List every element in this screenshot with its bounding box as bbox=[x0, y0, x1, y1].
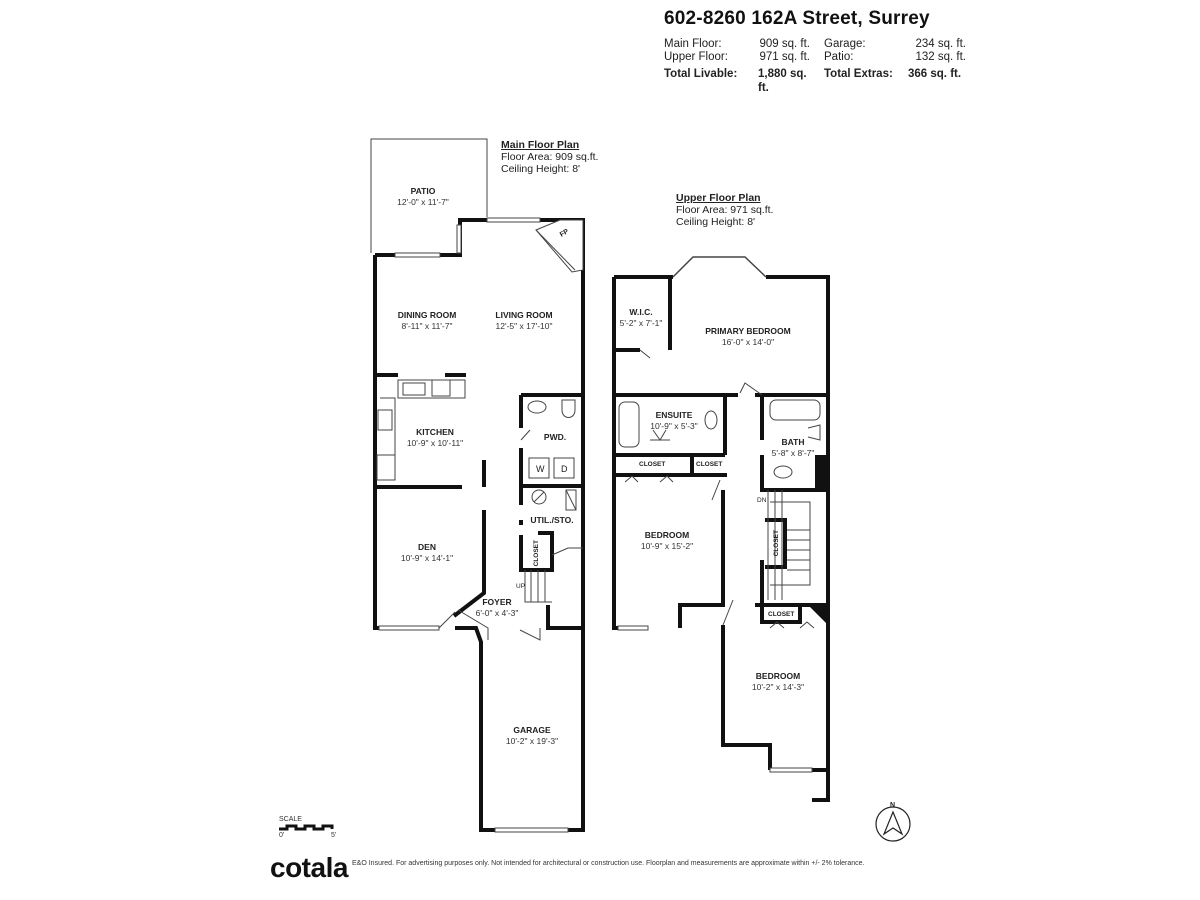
room-garage: GARAGE 10'-2" x 19'-3" bbox=[505, 725, 559, 746]
room-dining: DINING ROOM 8'-11" x 11'-7" bbox=[397, 310, 457, 331]
room-primary-bedroom: PRIMARY BEDROOM 16'-0" x 14'-0" bbox=[705, 326, 791, 347]
scale-label: SCALE bbox=[279, 816, 302, 823]
disclaimer-text: E&O Insured. For advertising purposes on… bbox=[352, 860, 865, 867]
patio-label: Patio: bbox=[824, 51, 854, 63]
upper-closet-label-b: CLOSET bbox=[696, 461, 723, 468]
room-ensuite: ENSUITE 10'-9" x 5'-3" bbox=[650, 410, 698, 431]
room-den: DEN 10'-9" x 14'-1" bbox=[400, 542, 454, 563]
total-extras-value: 366 sq. ft. bbox=[908, 68, 962, 80]
upper-floor-plan-info: Upper Floor Plan Floor Area: 971 sq.ft. … bbox=[676, 192, 773, 228]
room-walk-in-closet: W.I.C. 5'-2" x 7'-1" bbox=[619, 307, 663, 328]
main-floor-area: Floor Area: 909 sq.ft. bbox=[501, 151, 599, 163]
upper-floor-label: Upper Floor: bbox=[664, 51, 728, 63]
upper-floor-title: Upper Floor Plan bbox=[676, 192, 761, 204]
room-patio: PATIO 12'-0" x 11'-7" bbox=[397, 186, 449, 207]
scale-max: 5' bbox=[331, 832, 337, 839]
upper-closet-label-c: CLOSET bbox=[773, 530, 780, 557]
total-livable-label: Total Livable: bbox=[664, 68, 738, 80]
dryer-label: D bbox=[561, 464, 568, 474]
washer-label: W bbox=[536, 464, 545, 474]
property-address: 602-8260 162A Street, Surrey bbox=[664, 8, 930, 29]
main-closet-label: CLOSET bbox=[533, 540, 540, 567]
main-floor-ceiling: Ceiling Height: 8' bbox=[501, 163, 581, 175]
main-floor-plan-info: Main Floor Plan Floor Area: 909 sq.ft. C… bbox=[501, 139, 598, 175]
room-powder: PWD. bbox=[543, 432, 567, 442]
garage-value: 234 sq. ft. bbox=[915, 38, 966, 50]
main-floor-title: Main Floor Plan bbox=[501, 139, 580, 151]
scale-bar-graphic bbox=[279, 824, 334, 831]
room-foyer: FOYER 6'-0" x 4'-3" bbox=[475, 597, 519, 618]
garage-label: Garage: bbox=[824, 38, 866, 50]
cotala-logo: cotala bbox=[270, 852, 348, 883]
area-summary: Main Floor: 909 sq. ft. Garage: 234 sq. … bbox=[664, 38, 966, 94]
stairs-down-label: DN bbox=[757, 497, 767, 504]
room-bedroom-1: BEDROOM 10'-9" x 15'-2" bbox=[640, 530, 694, 551]
upper-floor-area: Floor Area: 971 sq.ft. bbox=[676, 204, 774, 216]
upper-floor-ceiling: Ceiling Height: 8' bbox=[676, 216, 756, 228]
total-livable-value: 1,880 sq. ft. bbox=[758, 68, 807, 94]
upper-floor-value: 971 sq. ft. bbox=[759, 51, 810, 63]
patio-value: 132 sq. ft. bbox=[915, 51, 966, 63]
room-living: LIVING ROOM 12'-5" x 17'-10" bbox=[495, 310, 553, 331]
main-west-wall bbox=[373, 255, 379, 630]
total-extras-label: Total Extras: bbox=[824, 68, 893, 80]
compass-north-icon: N bbox=[890, 802, 896, 809]
compass-graphic bbox=[875, 806, 911, 842]
stairs-up-label: UP bbox=[516, 583, 526, 590]
room-utility: UTIL./STO. bbox=[530, 515, 574, 525]
room-kitchen: KITCHEN 10'-9" x 10'-11" bbox=[406, 427, 464, 448]
room-bath: BATH 5'-8" x 8'-7" bbox=[771, 437, 815, 458]
upper-closet-label-d: CLOSET bbox=[768, 611, 795, 618]
upper-closet-label-a: CLOSET bbox=[639, 461, 666, 468]
room-bedroom-2: BEDROOM 10'-2" x 14'-3" bbox=[751, 671, 805, 692]
main-floor-value: 909 sq. ft. bbox=[759, 38, 810, 50]
scale-min: 0' bbox=[279, 832, 285, 839]
main-floor-label: Main Floor: bbox=[664, 38, 722, 50]
